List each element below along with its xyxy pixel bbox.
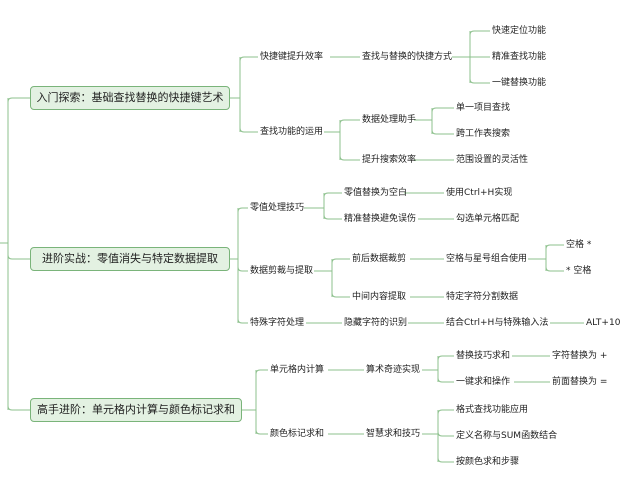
node-zero-to-blank: 零值替换为空白 (344, 188, 408, 198)
node-precise-replace: 精准替换避免误伤 (344, 214, 417, 224)
node-one-click-sum: 一键求和操作 (456, 377, 511, 387)
leaf-ctrl-h: 使用Ctrl+H实现 (446, 188, 513, 198)
branch-node-expert: 高手进阶：单元格内计算与颜色标记求和 (30, 398, 242, 422)
node-zero-value-tips: 零值处理技巧 (250, 203, 305, 213)
node-arithmetic: 算术奇迹实现 (366, 365, 421, 375)
node-trim-front-back: 前后数据裁剪 (352, 254, 407, 264)
node-cell-calc: 单元格内计算 (270, 365, 325, 375)
node-space-star-combo: 空格与星号组合使用 (446, 254, 528, 264)
leaf-name-sum: 定义名称与SUM函数结合 (456, 431, 558, 441)
leaf-char-to-plus: 字符替换为 + (552, 351, 608, 361)
node-smart-sum: 智慧求和技巧 (366, 429, 421, 439)
node-data-trim-extract: 数据剪裁与提取 (250, 266, 314, 276)
leaf-star-space: * 空格 (566, 266, 592, 276)
leaf-char-split: 特定字符分割数据 (446, 292, 519, 302)
node-color-sum: 颜色标记求和 (270, 429, 325, 439)
leaf-front-to-equal: 前面替换为 = (552, 377, 608, 387)
leaf-color-sum-steps: 按颜色求和步骤 (456, 457, 520, 467)
branch-node-intro: 入门探索：基础查找替换的快捷键艺术 (30, 86, 230, 110)
node-replace-sum: 替换技巧求和 (456, 351, 511, 361)
node-search-efficiency: 提升搜索效率 (362, 155, 417, 165)
node-find-usage: 查找功能的运用 (260, 127, 324, 137)
leaf-range-setting: 范围设置的灵活性 (456, 155, 529, 165)
leaf-cross-sheet-search: 跨工作表搜索 (456, 129, 511, 139)
node-data-helper: 数据处理助手 (362, 115, 417, 125)
node-find-replace-shortcut: 查找与替换的快捷方式 (362, 52, 453, 62)
node-middle-extract: 中间内容提取 (352, 292, 407, 302)
leaf-space-star: 空格 * (566, 240, 592, 250)
node-shortcut-efficiency: 快捷键提升效率 (260, 52, 324, 62)
branch-node-advanced-practice: 进阶实战：零值消失与特定数据提取 (30, 247, 230, 271)
node-special-char: 特殊字符处理 (250, 318, 305, 328)
leaf-one-click-replace: 一键替换功能 (492, 78, 547, 88)
leaf-single-item-find: 单一项目查找 (456, 103, 511, 113)
leaf-match-cell: 勾选单元格匹配 (456, 214, 520, 224)
leaf-format-find: 格式查找功能应用 (456, 405, 529, 415)
node-ctrl-h-special-input: 结合Ctrl+H与特殊输入法 (446, 318, 549, 328)
leaf-quick-locate: 快速定位功能 (492, 26, 547, 36)
leaf-precise-find: 精准查找功能 (492, 52, 547, 62)
leaf-alt-10: ALT+10 (586, 318, 621, 328)
node-hidden-char: 隐藏字符的识别 (344, 318, 408, 328)
